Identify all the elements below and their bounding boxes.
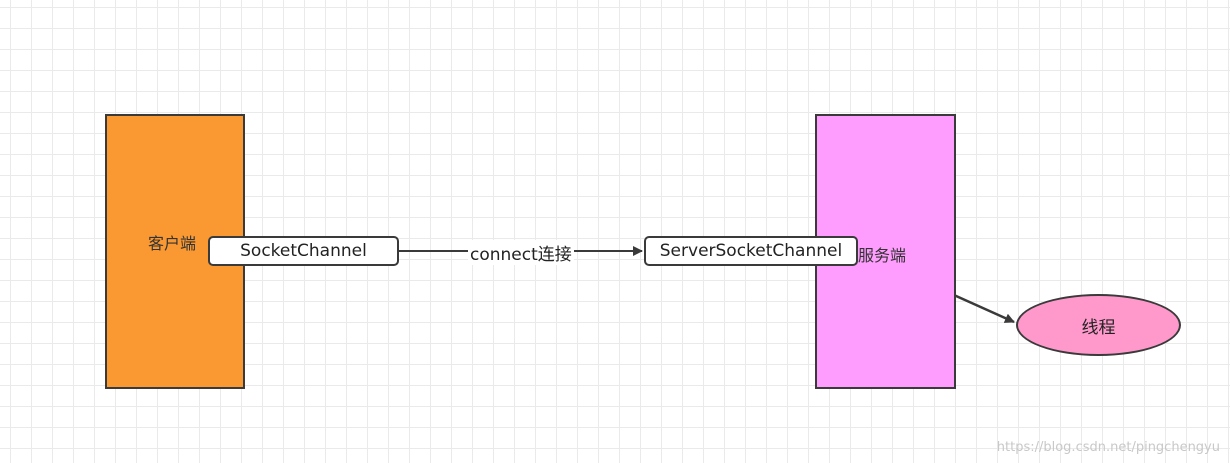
socket-channel-node: SocketChannel — [208, 236, 399, 266]
client-label: 客户端 — [148, 234, 197, 253]
thread-node: 线程 — [1016, 294, 1181, 356]
watermark: https://blog.csdn.net/pingchengyu — [996, 440, 1220, 455]
server-socket-channel-node: ServerSocketChannel — [644, 236, 858, 266]
connect-edge-label: connect连接 — [468, 240, 574, 265]
server-label: 服务端 — [858, 246, 907, 265]
